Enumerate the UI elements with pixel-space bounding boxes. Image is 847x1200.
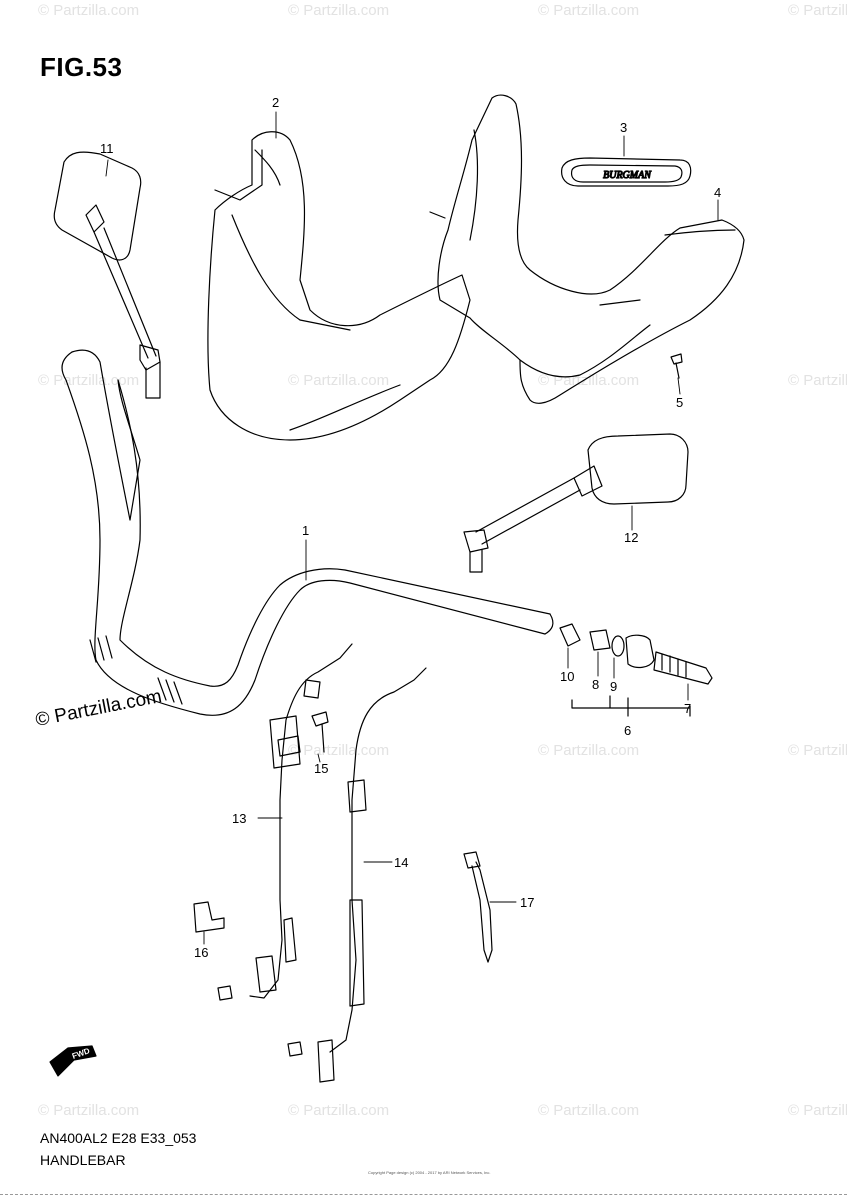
tool-part-17 xyxy=(463,851,493,963)
callout-label: 3 xyxy=(620,120,628,135)
screw-part-5 xyxy=(670,353,683,379)
left-mirror-part xyxy=(53,151,161,399)
emblem-text: BURGMAN xyxy=(603,170,652,181)
cable-clamp-part-16 xyxy=(193,901,225,933)
callout-label: 16 xyxy=(194,945,209,960)
callout-label: 11 xyxy=(100,141,114,156)
callout-label: 15 xyxy=(314,761,329,776)
watermark: © Partzilla.com xyxy=(788,2,847,19)
watermark: © Partzilla.com xyxy=(38,2,140,19)
watermark: © Partzilla.com xyxy=(288,742,390,759)
handlebar-part xyxy=(61,349,554,716)
callout-label: 10 xyxy=(560,669,575,684)
callout-label: 17 xyxy=(520,895,535,910)
right-mirror-part xyxy=(463,433,689,573)
watermark: © Partzilla.com xyxy=(788,1102,847,1119)
callout-label: 12 xyxy=(624,530,639,545)
page-bottom-border xyxy=(0,1194,847,1195)
bolt-part-7 xyxy=(653,651,713,685)
watermark: © Partzilla.com xyxy=(38,372,140,389)
callout-label: 4 xyxy=(714,185,722,200)
right-handlebar-cover-part xyxy=(429,94,745,404)
callout-label: 5 xyxy=(676,395,684,410)
nut-part-10 xyxy=(559,623,581,647)
callout-leader-lines xyxy=(105,111,719,945)
callout-label: 7 xyxy=(684,701,692,716)
brake-cable-14 xyxy=(287,667,427,1083)
watermark: © Partzilla.com xyxy=(788,742,847,759)
figure-title: FIG.53 xyxy=(40,52,123,82)
callout-label: 1 xyxy=(302,523,310,538)
burgman-emblem-part xyxy=(561,157,692,187)
callout-label: 6 xyxy=(624,723,632,738)
front-inner-cover-part xyxy=(207,131,471,441)
watermark: © Partzilla.com xyxy=(288,2,390,19)
callout-label: 2 xyxy=(272,95,280,110)
collar-part-8 xyxy=(589,629,611,651)
handlebar-end-weight-assembly xyxy=(559,623,713,685)
watermark: © Partzilla.com xyxy=(788,372,847,389)
watermark: © Partzilla.com xyxy=(538,2,640,19)
watermark: © Partzilla.com xyxy=(538,742,640,759)
forward-direction-arrow-icon xyxy=(49,1045,97,1077)
screw-part-15 xyxy=(311,711,329,753)
brake-cable-13 xyxy=(217,643,353,1001)
copyright-notice: Copyright Page design (c) 2004 - 2017 by… xyxy=(368,1170,491,1175)
washer-part-9 xyxy=(611,635,625,657)
callout-label: 14 xyxy=(394,855,409,870)
callout-label: 8 xyxy=(592,677,600,692)
callout-label: 9 xyxy=(610,679,618,694)
watermark: © Partzilla.com xyxy=(538,1102,640,1119)
callout-label: 13 xyxy=(232,811,247,826)
watermark: © Partzilla.com xyxy=(288,372,390,389)
watermark: © Partzilla.com xyxy=(38,1102,140,1119)
weight-part-6 xyxy=(625,634,655,669)
watermark: © Partzilla.com xyxy=(288,1102,390,1119)
weight-assembly-bracket-line xyxy=(571,695,691,717)
model-code: AN400AL2 E28 E33_053 xyxy=(40,1130,197,1146)
section-name: HANDLEBAR xyxy=(40,1152,126,1168)
